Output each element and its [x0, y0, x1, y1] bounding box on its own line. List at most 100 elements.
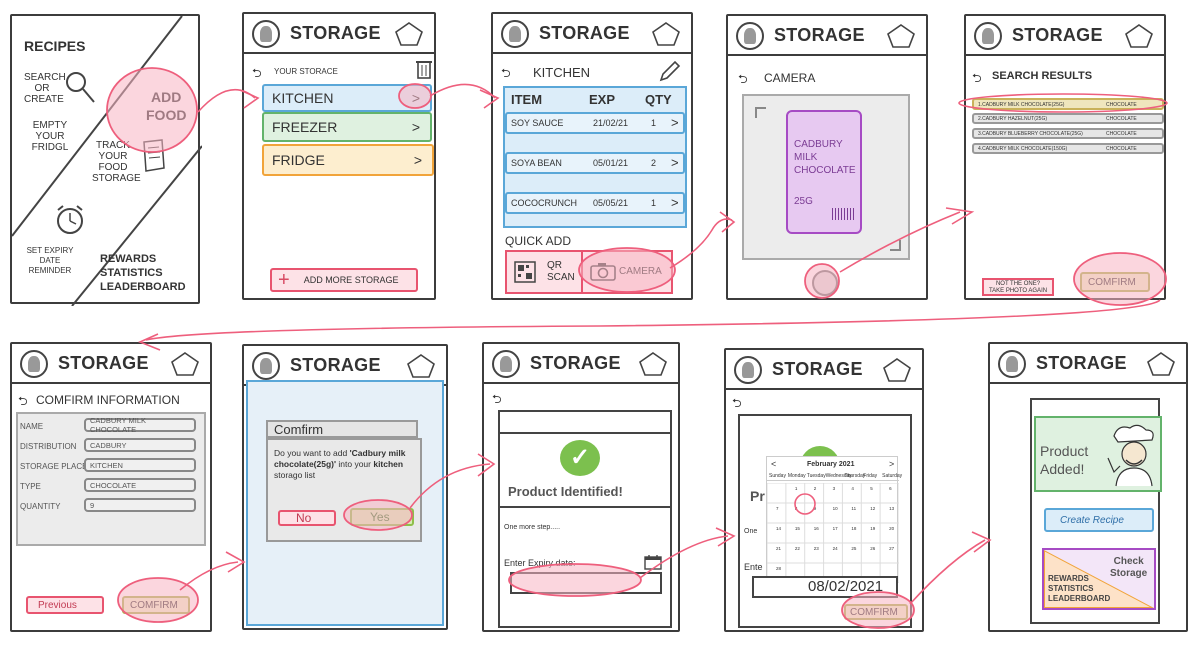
- calendar-day[interactable]: 16: [814, 526, 820, 531]
- camera-button[interactable]: CAMERA: [587, 252, 673, 292]
- confirm-button[interactable]: COMFIRM: [844, 604, 908, 620]
- calendar-day[interactable]: 22: [795, 546, 801, 551]
- list-item[interactable]: 4.CADBURY MILK CHOCOLATE(150G)CHOCOLATE: [972, 143, 1164, 154]
- calendar-day[interactable]: 2: [814, 486, 817, 491]
- list-item[interactable]: 2.CADBURY HAZELNUT(25G)CHOCOLATE: [972, 113, 1164, 124]
- avatar[interactable]: [492, 350, 520, 378]
- calendar-day[interactable]: 14: [776, 526, 782, 531]
- previous-button[interactable]: Previous: [26, 596, 104, 614]
- calendar-day[interactable]: 3: [833, 486, 836, 491]
- confirm-button[interactable]: COMFIRM: [1080, 272, 1150, 292]
- table-row[interactable]: COCOCRUNCH 05/05/21 1 >: [505, 192, 685, 214]
- back-icon[interactable]: ⮌: [732, 396, 742, 410]
- calendar-day[interactable]: 6: [889, 486, 892, 491]
- trash-icon[interactable]: [414, 56, 434, 80]
- home-icon[interactable]: [882, 357, 912, 383]
- shutter-button[interactable]: [812, 270, 838, 296]
- create-recipe-button[interactable]: Create Recipe: [1044, 508, 1154, 532]
- storage-item-freezer[interactable]: FREEZER>: [262, 112, 432, 142]
- home-icon[interactable]: [651, 21, 681, 47]
- home-icon[interactable]: [1124, 23, 1154, 49]
- calendar-day[interactable]: 23: [814, 546, 820, 551]
- name-field[interactable]: CADBURY MILK CHOCOLATE: [84, 416, 196, 434]
- calendar-day[interactable]: 26: [870, 546, 876, 551]
- calendar-day[interactable]: 20: [889, 526, 895, 531]
- calendar-day[interactable]: 4: [851, 486, 854, 491]
- avatar[interactable]: [734, 356, 762, 384]
- yes-button[interactable]: Yes: [350, 508, 414, 526]
- home-icon[interactable]: [170, 351, 200, 377]
- take-photo-again-button[interactable]: NOT THE ONE?TAKE PHOTO AGAIN: [982, 278, 1054, 296]
- calendar-day[interactable]: 25: [851, 546, 857, 551]
- back-icon[interactable]: ⮌: [738, 72, 748, 86]
- avatar[interactable]: [20, 350, 48, 378]
- back-icon[interactable]: ⮌: [252, 66, 262, 80]
- table-row[interactable]: SOYA BEAN 05/01/21 2 >: [505, 152, 685, 174]
- list-item[interactable]: 1.CADBURY MILK CHOCOLATE(25G)CHOCOLATE: [972, 98, 1164, 110]
- back-icon[interactable]: ⮌: [501, 66, 511, 80]
- back-icon[interactable]: ⮌: [492, 392, 502, 406]
- one-more-step: One more step.....: [504, 524, 561, 531]
- calendar-day[interactable]: 18: [851, 526, 857, 531]
- calendar-day[interactable]: 9: [814, 506, 817, 511]
- next-month-button[interactable]: >: [889, 459, 895, 469]
- expiry-date-input[interactable]: 08/02/2021: [752, 576, 898, 598]
- distribution-field[interactable]: CADBURY: [84, 438, 196, 452]
- avatar[interactable]: [998, 350, 1026, 378]
- calendar-day[interactable]: 1: [795, 486, 798, 491]
- home-icon[interactable]: [1146, 351, 1176, 377]
- calendar-day[interactable]: 10: [833, 506, 839, 511]
- expiry-date-input[interactable]: [510, 572, 662, 594]
- avatar[interactable]: [736, 22, 764, 50]
- back-icon[interactable]: ⮌: [18, 394, 28, 408]
- calendar-day[interactable]: 19: [870, 526, 876, 531]
- storage-place-field[interactable]: KITCHEN: [84, 458, 196, 472]
- calendar-day[interactable]: 13: [889, 506, 895, 511]
- type-field[interactable]: CHOCOLATE: [84, 478, 196, 492]
- calendar-day[interactable]: 27: [889, 546, 895, 551]
- storage-item-kitchen[interactable]: KITCHEN>: [262, 84, 432, 112]
- calendar-day[interactable]: 12: [870, 506, 876, 511]
- calendar-day[interactable]: 11: [851, 506, 856, 511]
- calendar-day[interactable]: 7: [776, 506, 779, 511]
- edit-pencil-icon[interactable]: [657, 60, 681, 84]
- avatar[interactable]: [501, 20, 529, 48]
- add-more-storage-button[interactable]: + ADD MORE STORAGE: [270, 268, 418, 292]
- confirm-button[interactable]: COMFIRM: [122, 596, 190, 614]
- prev-month-button[interactable]: <: [771, 459, 777, 469]
- avatar[interactable]: [252, 20, 280, 48]
- home-icon[interactable]: [394, 21, 424, 47]
- home-icon[interactable]: [886, 23, 916, 49]
- table-row[interactable]: SOY SAUCE 21/02/21 1 >: [505, 112, 685, 134]
- menu-recipes[interactable]: RECIPES: [24, 38, 86, 54]
- calendar-day[interactable]: 5: [870, 486, 873, 491]
- calendar-day[interactable]: 17: [833, 526, 839, 531]
- your-storage-label: YOUR STORACE: [274, 67, 338, 76]
- calendar-icon[interactable]: [644, 554, 662, 570]
- screen-kitchen: STORAGE ⮌ KITCHEN ITEM EXP QTY SOY SAUCE…: [491, 12, 693, 300]
- avatar[interactable]: [974, 22, 1002, 50]
- list-item[interactable]: 3.CADBURY BLUEBERRY CHOCOLATE(25G)CHOCOL…: [972, 128, 1164, 139]
- back-icon[interactable]: ⮌: [972, 71, 982, 85]
- calendar-day[interactable]: 28: [776, 566, 782, 571]
- quantity-field[interactable]: 9: [84, 498, 196, 512]
- home-icon[interactable]: [406, 353, 436, 379]
- storage-item-fridge[interactable]: FRIDGE>: [262, 144, 434, 176]
- calendar-day[interactable]: 8: [795, 506, 798, 511]
- calendar-day[interactable]: 21: [776, 546, 782, 551]
- no-button[interactable]: No: [278, 510, 336, 526]
- calendar-day[interactable]: 15: [795, 526, 801, 531]
- calendar-day[interactable]: 24: [833, 546, 839, 551]
- home-icon[interactable]: [638, 351, 668, 377]
- avatar[interactable]: [252, 352, 280, 380]
